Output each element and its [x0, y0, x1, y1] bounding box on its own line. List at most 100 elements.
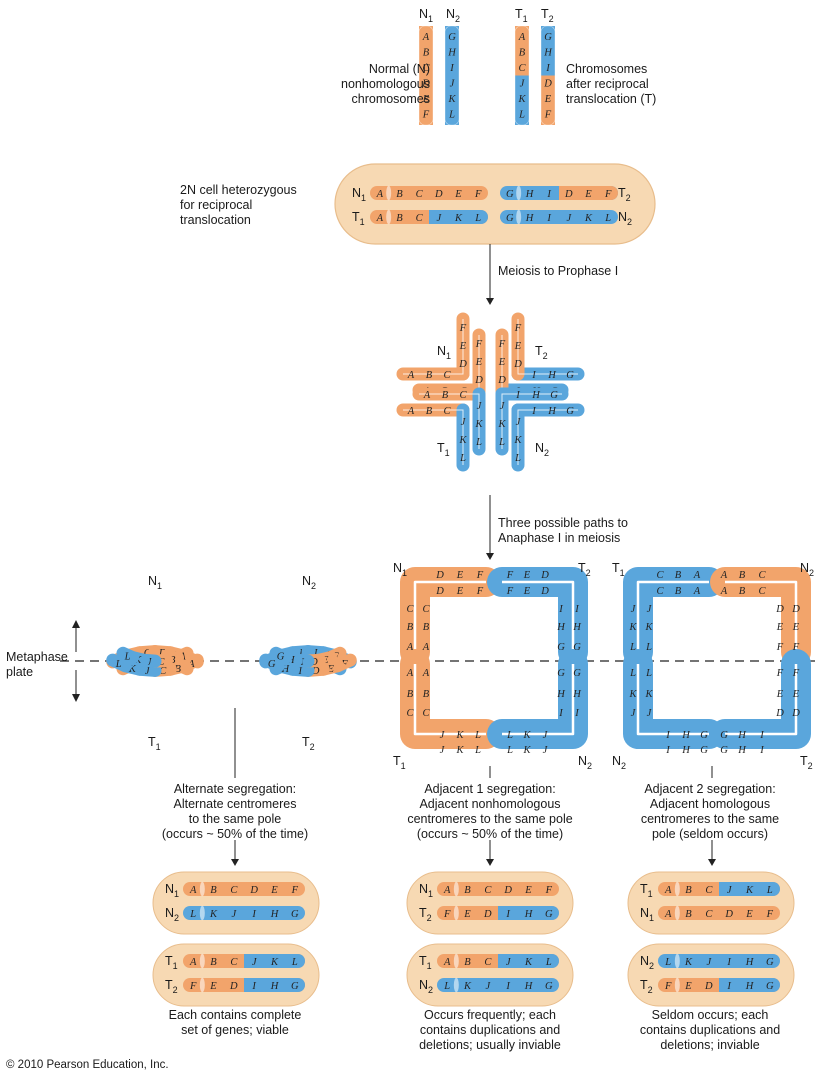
- alt-t1-tag: T1: [148, 735, 161, 752]
- chromosome-segment: [515, 60, 529, 76]
- alt-t2: FEDIHGFEDIHG: [259, 646, 357, 677]
- gene-label: G: [544, 32, 552, 43]
- gene-label: I: [546, 189, 551, 200]
- gene-label: H: [572, 622, 582, 633]
- pole-arrow-down-head: [72, 694, 80, 702]
- gene-label: G: [506, 213, 514, 224]
- gene-label: H: [270, 981, 280, 992]
- gene-label: G: [550, 390, 558, 401]
- centromere: [674, 905, 680, 921]
- gene-label: I: [531, 406, 536, 417]
- chromosome-body: [437, 882, 559, 896]
- gene-label: L: [518, 110, 525, 121]
- gene-label: G: [277, 652, 285, 663]
- gene-label: G: [506, 189, 514, 200]
- gene-label: L: [459, 453, 466, 464]
- adj2-t2-tag: T2: [800, 754, 813, 771]
- gene-label: E: [544, 94, 552, 105]
- centromere: [674, 977, 680, 993]
- centromere: [453, 881, 459, 897]
- gene-label: D: [497, 375, 506, 386]
- gene-label: F: [475, 339, 483, 350]
- centromere: [199, 977, 205, 993]
- chromosome-segment: [515, 75, 529, 91]
- gene-label: J: [706, 957, 712, 968]
- gene-label: B: [442, 390, 449, 401]
- gene-label: C: [422, 604, 430, 615]
- chromatid-gap: [502, 664, 575, 736]
- translocated-segment: [244, 978, 305, 992]
- gene-label: A: [720, 570, 728, 581]
- chromosome-segment: [515, 106, 529, 125]
- gene-label: H: [737, 730, 747, 741]
- gene-label: G: [268, 659, 276, 670]
- gene-label: D: [434, 189, 443, 200]
- gene-label: L: [189, 909, 196, 920]
- centromere: [674, 881, 680, 897]
- gene-label: J: [252, 957, 258, 968]
- gene-label: D: [540, 570, 549, 581]
- gene-label: I: [251, 909, 256, 920]
- gene-label: C: [484, 885, 492, 896]
- arc-segment: [259, 653, 285, 673]
- chromatid-gap: [501, 335, 562, 391]
- gene-label: B: [426, 406, 433, 417]
- gene-label: C: [422, 63, 430, 74]
- gene-label: A: [693, 586, 701, 597]
- gene-label: C: [422, 708, 430, 719]
- gene-label: B: [675, 570, 682, 581]
- gene-label: K: [455, 730, 464, 741]
- gene-label: H: [525, 189, 535, 200]
- gene-label: E: [684, 981, 692, 992]
- gene-label: H: [543, 48, 553, 59]
- chromosome-segment: [541, 91, 555, 107]
- gene-label: A: [664, 885, 672, 896]
- gene-label: B: [407, 622, 414, 633]
- gene-label: G: [573, 642, 581, 653]
- gene-label: I: [546, 213, 551, 224]
- gene-label: D: [474, 375, 483, 386]
- gene-label: E: [475, 357, 483, 368]
- centromere: [453, 977, 459, 993]
- gene-label: K: [455, 745, 464, 756]
- chromatid-gap: [413, 580, 486, 652]
- chromosome-segment: [445, 91, 459, 107]
- gene-label: I: [665, 745, 670, 756]
- gene-label: A: [407, 370, 415, 381]
- gene-label: B: [464, 957, 471, 968]
- gene-label: J: [506, 957, 512, 968]
- gene-label: K: [517, 94, 526, 105]
- gene-label: K: [644, 689, 653, 700]
- gene-label: D: [458, 359, 467, 370]
- gene-label: F: [476, 570, 484, 581]
- translocated-segment: [719, 978, 780, 992]
- gene-label: F: [459, 323, 467, 334]
- translocated-segment: [498, 954, 559, 968]
- chromosome-segment: [419, 26, 433, 45]
- gene-label: A: [518, 32, 526, 43]
- gene-label: K: [628, 622, 637, 633]
- gene-label: K: [513, 435, 522, 446]
- gene-label: B: [423, 689, 430, 700]
- gene-label: K: [463, 981, 472, 992]
- gene-label: L: [545, 957, 552, 968]
- chromatid-gap: [636, 580, 709, 652]
- gene-label: K: [522, 730, 531, 741]
- gene-label: I: [558, 708, 563, 719]
- gene-label: L: [506, 745, 513, 756]
- gene-label: L: [115, 659, 122, 670]
- centromere: [516, 209, 522, 225]
- gene-label: H: [681, 730, 691, 741]
- gene-label: J: [647, 604, 653, 615]
- gene-label: C: [230, 885, 238, 896]
- gene-label: F: [498, 339, 506, 350]
- chromosome-segment: [541, 75, 555, 91]
- gamete-cell: [152, 871, 320, 935]
